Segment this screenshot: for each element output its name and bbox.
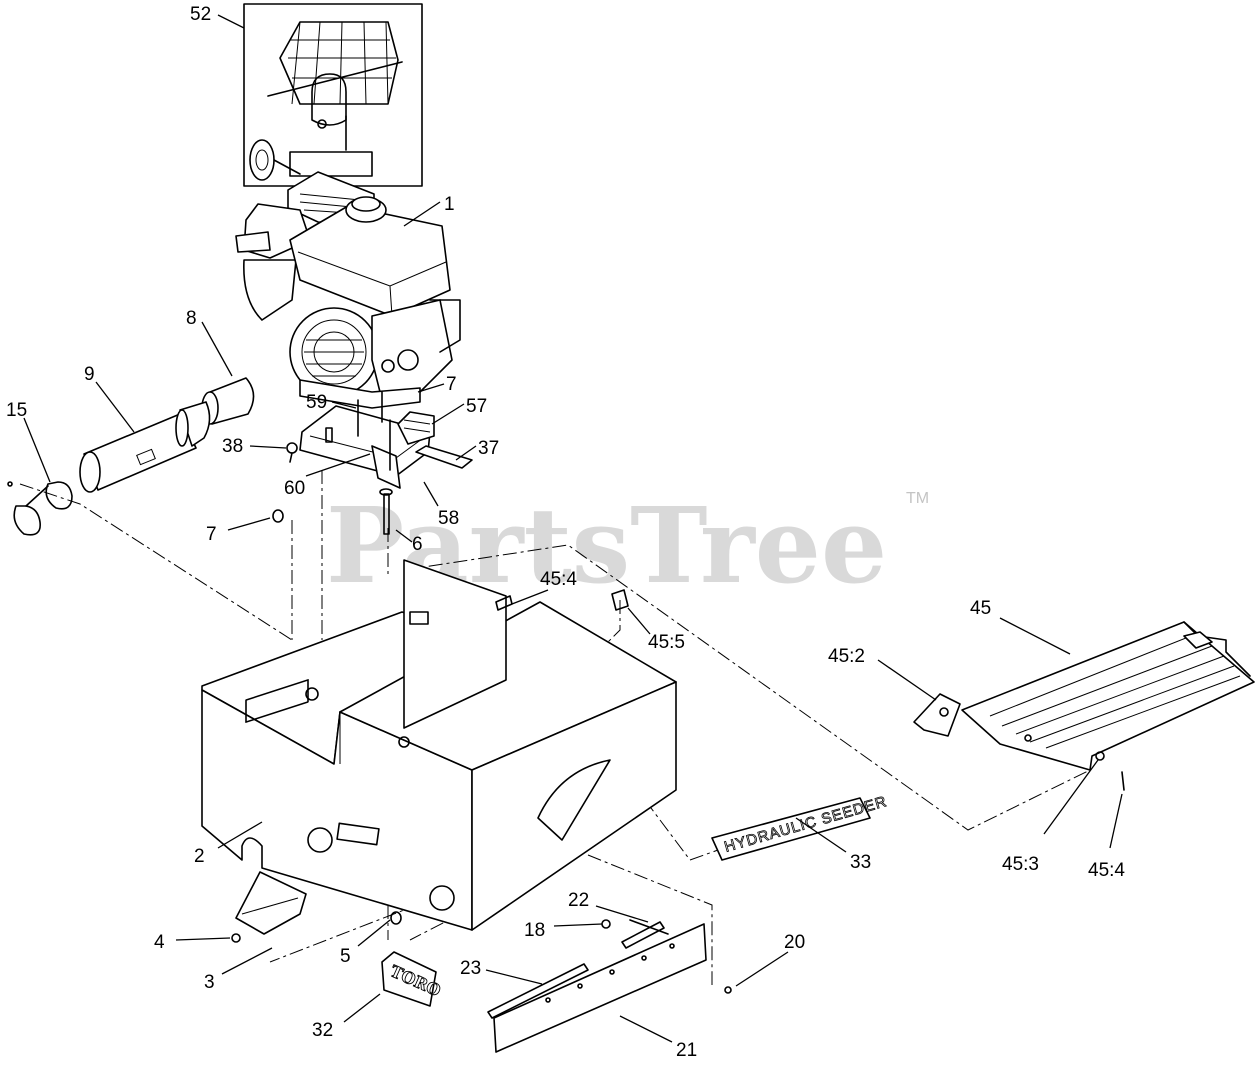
callout-32: 32 bbox=[312, 1020, 333, 1041]
callout-57: 57 bbox=[466, 396, 487, 417]
callout-37: 37 bbox=[478, 438, 499, 459]
callout-3: 3 bbox=[204, 972, 215, 993]
rear-panel-21 bbox=[487, 919, 732, 1053]
callout-21: 21 bbox=[676, 1040, 697, 1061]
callout-20: 20 bbox=[784, 932, 805, 953]
shield-3 bbox=[231, 871, 402, 943]
callout-59: 59 bbox=[306, 392, 327, 413]
callout-58: 58 bbox=[438, 508, 459, 529]
tray-45 bbox=[495, 589, 1255, 791]
callout-45: 45 bbox=[970, 598, 991, 619]
callout-38: 38 bbox=[222, 436, 243, 457]
callout-33: 33 bbox=[850, 852, 871, 873]
callout-45-2: 45:2 bbox=[828, 646, 865, 667]
engine-mount-plate bbox=[272, 391, 473, 535]
callout-4: 4 bbox=[154, 932, 165, 953]
callout-15: 15 bbox=[6, 400, 27, 421]
callout-7-upper: 7 bbox=[446, 374, 457, 395]
tube-parts bbox=[7, 377, 255, 536]
callout-labels: 52 1 8 9 15 7 59 57 37 38 60 58 6 7 45:4… bbox=[6, 4, 1125, 1061]
callout-23: 23 bbox=[460, 958, 481, 979]
engine-1 bbox=[235, 171, 461, 409]
callout-8: 8 bbox=[186, 308, 197, 329]
callout-45-4-lower: 45:4 bbox=[1088, 860, 1125, 881]
callout-60: 60 bbox=[284, 478, 305, 499]
leader-lines bbox=[23, 14, 1123, 1043]
callout-52: 52 bbox=[190, 4, 211, 25]
callout-2: 2 bbox=[194, 846, 205, 867]
badge-32: TORO bbox=[381, 951, 444, 1007]
callout-7-lower: 7 bbox=[206, 524, 217, 545]
callout-1: 1 bbox=[444, 194, 455, 215]
frame-2 bbox=[201, 559, 677, 931]
decal-33: HYDRAULIC SEEDER bbox=[711, 793, 890, 861]
callout-22: 22 bbox=[568, 890, 589, 911]
callout-9: 9 bbox=[84, 364, 95, 385]
callout-6: 6 bbox=[412, 534, 423, 555]
watermark-trademark: TM bbox=[906, 490, 929, 507]
guard-kit-52 bbox=[243, 3, 423, 187]
callout-45-4-upper: 45:4 bbox=[540, 569, 577, 590]
callout-45-5: 45:5 bbox=[648, 632, 685, 653]
callout-5: 5 bbox=[340, 946, 351, 967]
callout-45-3: 45:3 bbox=[1002, 854, 1039, 875]
callout-18: 18 bbox=[524, 920, 545, 941]
